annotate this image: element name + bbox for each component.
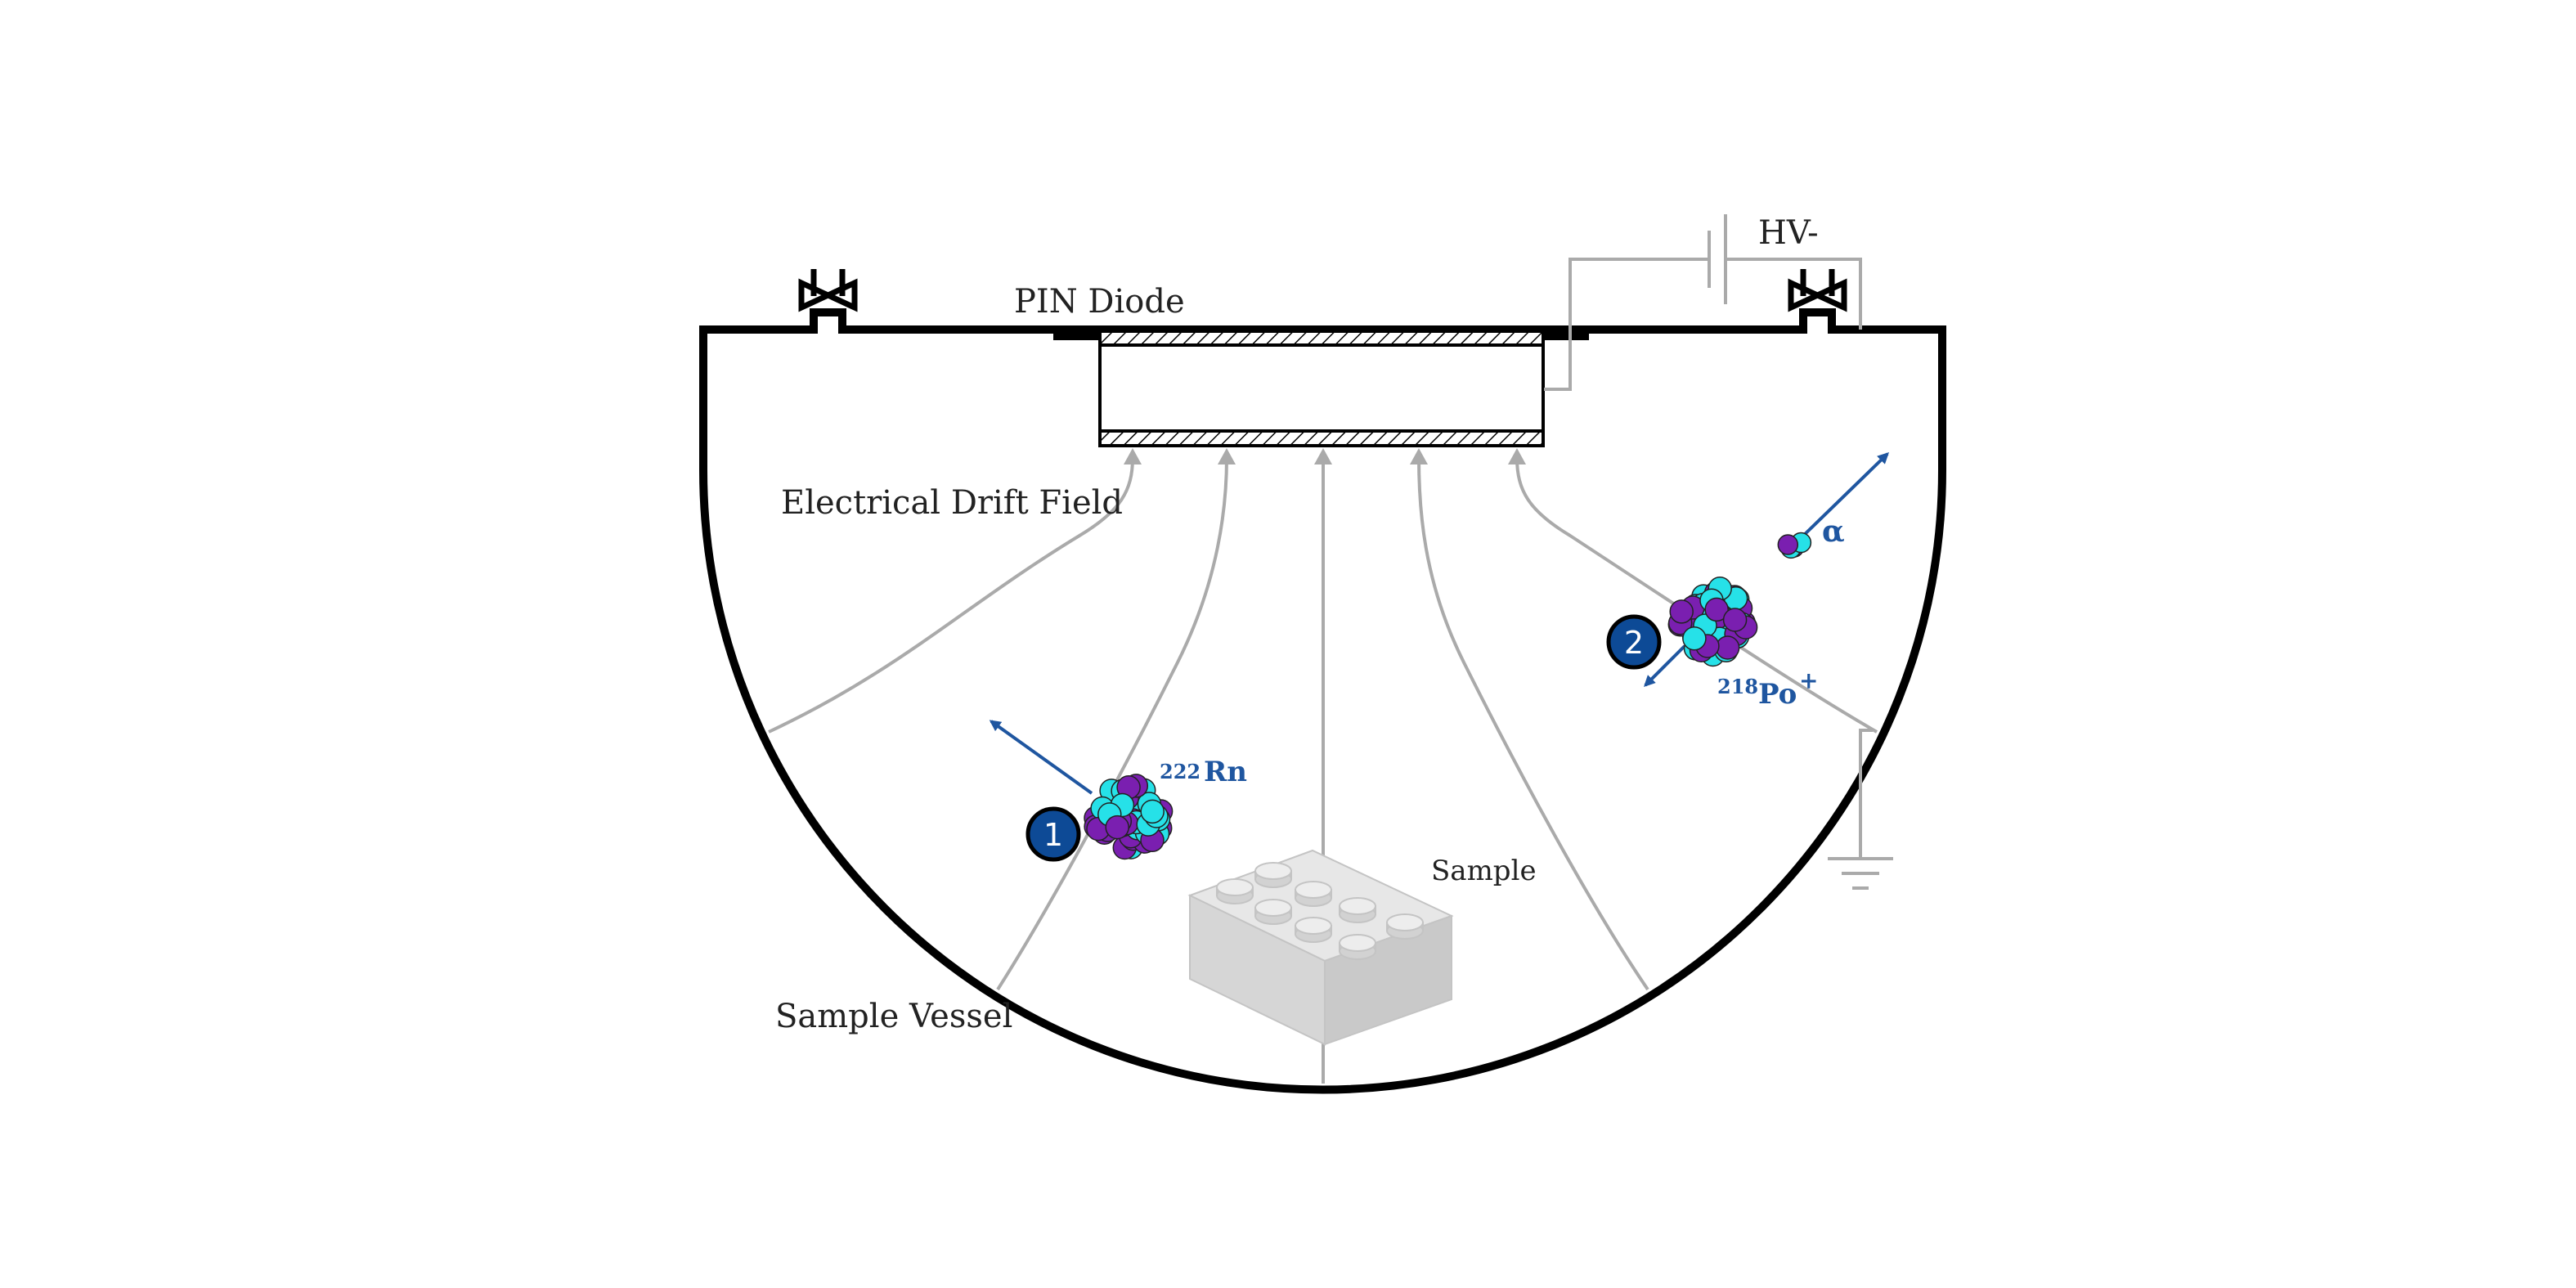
alpha-label: α <box>1822 514 1845 549</box>
nucleon <box>1715 635 1740 660</box>
field-arrowhead-2 <box>1218 448 1236 464</box>
sample-vessel <box>699 308 1946 1094</box>
hv-wire-return <box>1726 258 1862 330</box>
rn-symbol: Rn <box>1204 756 1247 788</box>
nucleon <box>1682 626 1707 651</box>
step-badge-2: 2 <box>1606 614 1662 670</box>
nucleus-icon-rn222 <box>1084 774 1174 860</box>
valve-icon-left <box>798 269 858 312</box>
drift-field-label: Electrical Drift Field <box>781 484 1123 522</box>
diode-top-contact <box>1098 330 1545 347</box>
nucleon <box>1704 597 1729 622</box>
po-symbol: Po <box>1758 678 1797 711</box>
field-line-4 <box>1417 457 1649 991</box>
nucleon <box>1669 599 1694 624</box>
field-line-5 <box>1515 457 1878 734</box>
rn-mass-number: 222 <box>1160 760 1200 783</box>
field-arrowhead-1 <box>1124 448 1142 464</box>
nucleus-icon-po218 <box>1667 577 1758 667</box>
po-charge: + <box>1799 667 1818 694</box>
alpha-arrow <box>1797 452 1890 541</box>
hv-label: HV- <box>1758 214 1819 252</box>
po-mass-number: 218 <box>1717 675 1758 698</box>
nucleus-icon-alpha <box>1777 532 1812 559</box>
step-badge-1: 1 <box>1025 806 1081 862</box>
diode-body <box>1098 330 1545 447</box>
pin-diode <box>1098 330 1545 447</box>
hv-wire <box>1544 258 1709 391</box>
field-arrowhead-4 <box>1410 448 1428 464</box>
rn-recoil-arrow <box>989 720 1093 795</box>
ground-wire <box>1859 729 1873 859</box>
pin-diode-label: PIN Diode <box>1014 283 1185 321</box>
nucleon <box>1140 799 1165 824</box>
step-badge-2-label: 2 <box>1624 625 1644 661</box>
hv-circuit <box>1544 214 1893 890</box>
diode-mount-right <box>1544 330 1589 340</box>
po-recoil-arrow <box>1644 644 1686 687</box>
nucleon <box>1777 534 1799 555</box>
field-arrowhead-3 <box>1314 448 1332 464</box>
step-badge-1-label: 1 <box>1043 817 1063 853</box>
diode-mount-left <box>1053 330 1102 340</box>
field-line-1 <box>768 457 1134 734</box>
decay-arrows <box>989 452 1890 795</box>
lego-brick-icon <box>1187 849 1454 1046</box>
sample-label: Sample <box>1431 855 1537 887</box>
nucleon <box>1105 815 1129 840</box>
field-arrowhead-5 <box>1508 448 1526 464</box>
valve-icon-right <box>1788 269 1847 312</box>
nucleon <box>1722 608 1748 632</box>
sample-vessel-label: Sample Vessel <box>775 998 1012 1035</box>
field-arrowheads <box>1124 448 1526 464</box>
diode-bottom-contact <box>1098 429 1545 447</box>
field-line-2 <box>996 457 1228 991</box>
brick-studs <box>1216 862 1424 960</box>
